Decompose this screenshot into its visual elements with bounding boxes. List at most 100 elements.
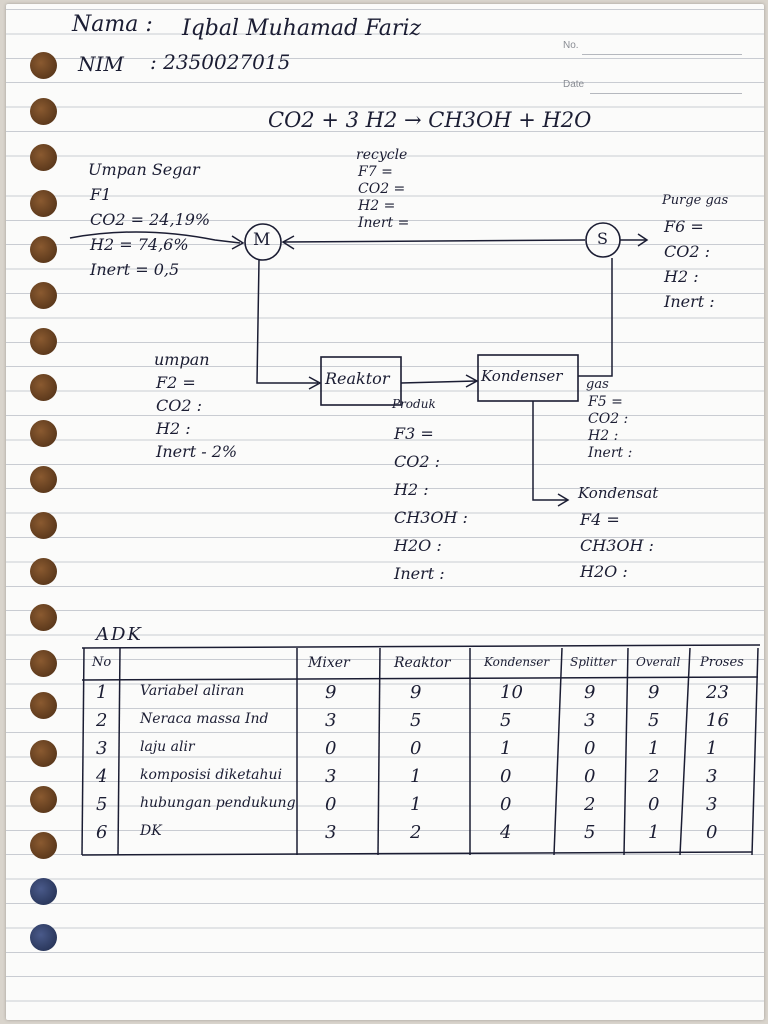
recycle-stream	[282, 239, 586, 243]
product-title: Produk	[392, 397, 436, 411]
binder-hole	[30, 52, 57, 79]
fresh-feed-line: CO2 = 24,19%	[90, 210, 211, 229]
printed-date-label: Date	[563, 79, 585, 90]
adk-cell: 4	[500, 822, 512, 843]
binder-hole	[30, 650, 57, 677]
adk-cell: 1	[706, 738, 718, 759]
binder-hole	[30, 924, 57, 951]
condenser-label: Kondenser	[481, 367, 563, 385]
adk-cell: 5	[500, 710, 512, 731]
gas-stream	[578, 258, 613, 377]
product-line: CH3OH :	[394, 508, 468, 527]
feed-line: CO2 :	[156, 396, 203, 415]
feed-title: umpan	[154, 350, 210, 369]
date-line	[590, 93, 742, 94]
condensate-line: CH3OH :	[580, 536, 654, 555]
adk-cell: 2	[410, 822, 422, 843]
feed-line: F2 =	[156, 373, 196, 392]
adk-cell: 16	[706, 710, 729, 731]
adk-title: ADK	[96, 624, 143, 645]
gas-line: F5 =	[588, 394, 623, 410]
binder-hole	[30, 282, 57, 309]
binder-hole	[30, 374, 57, 401]
adk-row-label: Variabel aliran	[140, 683, 245, 699]
splitter-label: S	[597, 229, 608, 248]
adk-cell: 0	[500, 766, 512, 787]
adk-cell: 3	[706, 794, 718, 815]
binder-hole	[30, 786, 57, 813]
reactor-condenser-stream	[400, 380, 477, 384]
purge-line: F6 =	[664, 217, 704, 236]
binder-hole	[30, 740, 57, 767]
adk-cell: 3	[325, 766, 337, 787]
no-line	[582, 54, 742, 55]
adk-cell: 1	[410, 794, 422, 815]
product-line: CO2 :	[394, 452, 441, 471]
adk-table-grid	[81, 644, 761, 856]
adk-row-label: komposisi diketahui	[140, 767, 283, 783]
fresh-feed-stream	[69, 231, 241, 244]
fresh-feed-arrowhead	[231, 235, 245, 250]
gas-line: CO2 :	[588, 411, 629, 427]
condensate-line: H2O :	[580, 562, 628, 581]
recycle-arrowhead	[281, 235, 295, 250]
recycle-line: Inert =	[358, 215, 410, 231]
condensate-arrowhead	[557, 493, 570, 507]
adk-row-label: Neraca massa Ind	[140, 711, 269, 727]
adk-header-cell: Proses	[700, 655, 744, 670]
adk-cell: 0	[584, 738, 596, 759]
name-label: Nama :	[72, 12, 153, 37]
adk-cell: 3	[584, 710, 596, 731]
product-line: Inert :	[394, 564, 445, 583]
binder-hole	[30, 190, 57, 217]
purge-title: Purge gas	[662, 193, 729, 208]
name-value: Iqbal Muhamad Fariz	[182, 16, 422, 41]
nim-label: NIM	[78, 52, 124, 76]
adk-cell: 10	[500, 682, 523, 703]
binder-hole	[30, 236, 57, 263]
adk-cell: 2	[96, 710, 108, 731]
adk-row-label: laju alir	[140, 739, 195, 755]
mixer-circle[interactable]	[244, 223, 282, 261]
reactor-box[interactable]	[320, 356, 402, 406]
adk-cell: 0	[325, 794, 337, 815]
recycle-line: F7 =	[358, 164, 393, 180]
gas-line: Inert :	[588, 445, 633, 461]
binder-hole	[30, 512, 57, 539]
product-line: F3 =	[394, 424, 434, 443]
mixer-reactor-stream	[256, 259, 318, 384]
binder-hole	[30, 420, 57, 447]
purge-line: H2 :	[664, 267, 699, 286]
feed-line: Inert - 2%	[156, 442, 238, 461]
adk-header-cell: Overall	[636, 655, 681, 669]
reactor-label: Reaktor	[325, 369, 390, 388]
nim-value: : 2350027015	[150, 50, 291, 74]
adk-cell: 1	[648, 738, 660, 759]
adk-cell: 6	[96, 822, 108, 843]
binder-hole	[30, 328, 57, 355]
adk-cell: 3	[325, 822, 337, 843]
fresh-feed-line: F1	[90, 185, 112, 204]
adk-cell: 1	[410, 766, 422, 787]
recycle-line: H2 =	[358, 198, 396, 214]
reaction-equation: CO2 + 3 H2 → CH3OH + H2O	[268, 108, 592, 132]
product-line: H2 :	[394, 480, 429, 499]
adk-cell: 5	[648, 710, 660, 731]
condenser-box[interactable]	[477, 354, 579, 402]
product-line: H2O :	[394, 536, 442, 555]
adk-cell: 9	[648, 682, 660, 703]
adk-cell: 1	[500, 738, 512, 759]
condensate-stream	[532, 401, 567, 501]
adk-cell: 3	[706, 766, 718, 787]
recycle-title: recycle	[356, 147, 408, 163]
purge-arrowhead	[637, 233, 649, 247]
condensate-line: F4 =	[580, 510, 620, 529]
fresh-feed-line: Inert = 0,5	[90, 260, 180, 279]
adk-cell: 9	[584, 682, 596, 703]
adk-cell: 0	[500, 794, 512, 815]
binder-hole	[30, 466, 57, 493]
adk-cell: 1	[648, 822, 660, 843]
adk-header-cell: Reaktor	[394, 655, 451, 671]
adk-cell: 3	[325, 710, 337, 731]
